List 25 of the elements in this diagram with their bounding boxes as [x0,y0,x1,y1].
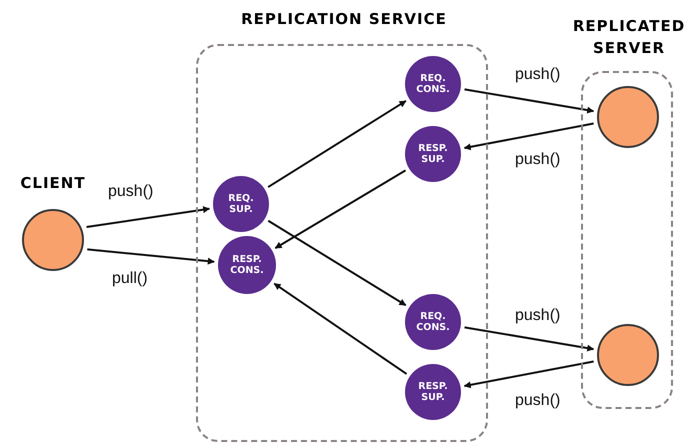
component-label: RESP. SUP. [417,143,449,165]
edge-label: push() [515,66,560,84]
arrow [464,88,594,114]
node-heading: CLIENT [19,173,87,194]
arrow [464,360,594,388]
edge-label: push() [515,151,560,169]
component-label: REQ. CONS. [415,311,451,333]
arrow [464,122,594,150]
arrow [268,220,406,306]
arrow [87,248,215,265]
group-heading: REPLICATION SERVICE [240,9,448,30]
component-label: RESP. CONS. [229,254,265,276]
arrow [274,282,408,375]
edge-label: push() [515,392,560,410]
edge-label: pull() [112,270,148,288]
arrow [86,206,210,228]
group-heading: REPLICATED SERVER [572,16,686,59]
component-label: REQ. SUP. [227,193,255,215]
arrow [464,326,594,352]
edge-label: push() [108,183,154,201]
component-label: REQ. CONS. [415,73,451,95]
edge-label: push() [515,307,560,325]
arrow [268,100,406,188]
arrow [274,170,406,249]
component-label: RESP. SUP. [417,381,449,403]
